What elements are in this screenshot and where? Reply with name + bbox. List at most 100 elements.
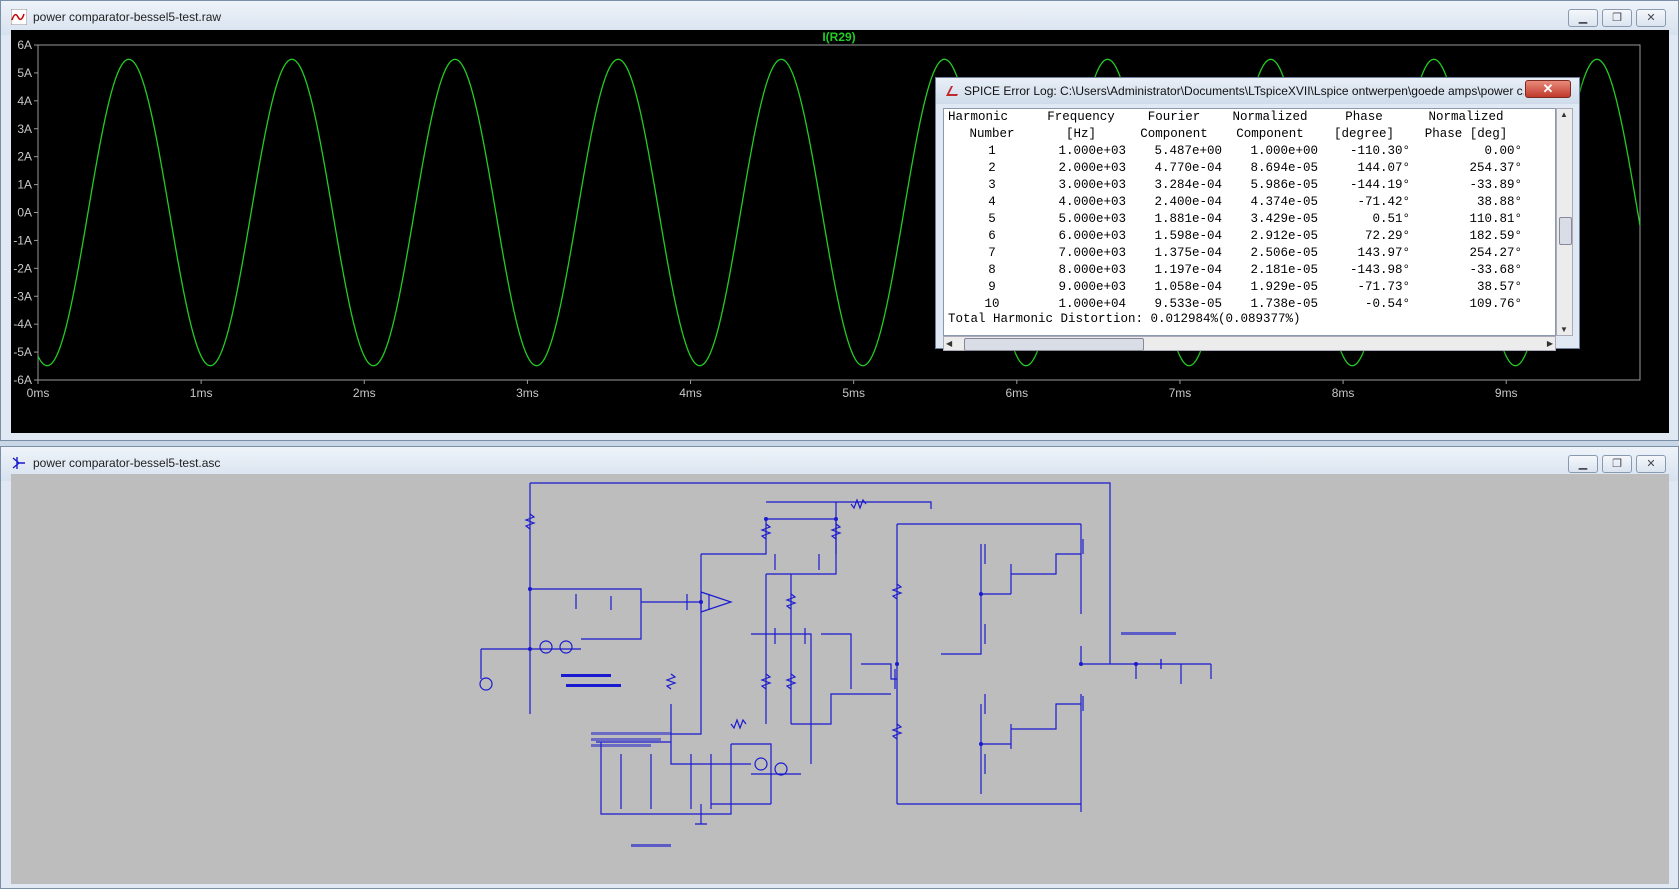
header-component: Component bbox=[1140, 127, 1208, 141]
cell-frequency: 5.000e+03 bbox=[1058, 212, 1126, 226]
scroll-right-icon[interactable]: ▶ bbox=[1546, 339, 1553, 348]
scroll-left-icon[interactable]: ◀ bbox=[946, 339, 953, 348]
x-tick-label: 6ms bbox=[1005, 386, 1028, 400]
cell-fourier-component: 2.400e-04 bbox=[1154, 195, 1222, 209]
cell-normalized-component: 1.738e-05 bbox=[1250, 297, 1318, 311]
maximize-icon: ❐ bbox=[1612, 12, 1622, 24]
header-fourier: Fourier bbox=[1147, 110, 1201, 124]
y-tick-label: 6A bbox=[17, 38, 32, 52]
cell-phase: -143.98° bbox=[1349, 263, 1410, 277]
cell-fourier-component: 1.197e-04 bbox=[1154, 263, 1222, 277]
cell-normalized-phase: -33.68° bbox=[1469, 263, 1522, 277]
cell-normalized-phase: 110.81° bbox=[1469, 212, 1522, 226]
cell-harmonic-number: 2 bbox=[988, 161, 996, 175]
close-button[interactable]: ✕ bbox=[1636, 9, 1666, 27]
cell-phase: 72.29° bbox=[1364, 229, 1410, 243]
y-tick-label: -2A bbox=[13, 261, 32, 275]
x-tick-label: 5ms bbox=[842, 386, 865, 400]
maximize-button[interactable]: ❐ bbox=[1602, 9, 1632, 27]
cell-fourier-component: 5.487e+00 bbox=[1154, 144, 1222, 158]
error-log-title: SPICE Error Log: C:\Users\Administrator\… bbox=[964, 84, 1524, 98]
y-tick-label: 2A bbox=[17, 150, 32, 164]
x-tick-label: 0ms bbox=[27, 386, 50, 400]
table-header-row: Harmonic Frequency Fourier Normalized Ph… bbox=[948, 109, 1522, 126]
close-icon: ✕ bbox=[1542, 81, 1554, 96]
spice-error-log-dialog[interactable]: SPICE Error Log: C:\Users\Administrator\… bbox=[935, 77, 1580, 351]
scroll-up-icon[interactable]: ▲ bbox=[1560, 110, 1568, 119]
cell-normalized-phase: 38.88° bbox=[1476, 195, 1522, 209]
header-harmonic: Harmonic bbox=[948, 110, 1009, 124]
y-tick-label: -6A bbox=[13, 373, 32, 387]
cell-normalized-component: 1.929e-05 bbox=[1250, 280, 1318, 294]
header-frequency: Frequency bbox=[1047, 110, 1115, 124]
cell-normalized-component: 2.506e-05 bbox=[1250, 246, 1318, 260]
cell-normalized-component: 8.694e-05 bbox=[1250, 161, 1318, 175]
header-number: Number bbox=[969, 127, 1015, 141]
schematic-window-title: power comparator-bessel5-test.asc bbox=[33, 456, 221, 470]
total-harmonic-distortion: Total Harmonic Distortion: 0.012984%(0.0… bbox=[948, 312, 1301, 326]
header-normalized: Normalized bbox=[1232, 110, 1308, 124]
cell-frequency: 7.000e+03 bbox=[1058, 246, 1126, 260]
cell-normalized-phase: 38.57° bbox=[1476, 280, 1522, 294]
ltspice-logo-icon bbox=[946, 86, 958, 96]
schematic-drawing[interactable] bbox=[11, 474, 1669, 884]
cell-fourier-component: 9.533e-05 bbox=[1154, 297, 1222, 311]
cell-phase: 144.07° bbox=[1357, 161, 1410, 175]
cell-frequency: 6.000e+03 bbox=[1058, 229, 1126, 243]
cell-normalized-component: 4.374e-05 bbox=[1250, 195, 1318, 209]
header-degree: [degree] bbox=[1333, 127, 1394, 141]
header-phase-deg: Phase [deg] bbox=[1424, 127, 1508, 141]
header-hz: [Hz] bbox=[1065, 127, 1096, 141]
cell-harmonic-number: 4 bbox=[988, 195, 996, 209]
cell-normalized-component: 3.429e-05 bbox=[1250, 212, 1318, 226]
y-tick-label: 1A bbox=[17, 178, 32, 192]
horizontal-scrollbar[interactable]: ◀ ▶ bbox=[943, 336, 1556, 351]
cell-normalized-component: 1.000e+00 bbox=[1250, 144, 1318, 158]
x-tick-label: 3ms bbox=[516, 386, 539, 400]
waveform-app-icon bbox=[11, 9, 27, 25]
y-tick-label: 4A bbox=[17, 94, 32, 108]
cell-fourier-component: 3.284e-04 bbox=[1154, 178, 1222, 192]
close-icon: ✕ bbox=[1646, 12, 1656, 24]
minimize-button[interactable]: ▁ bbox=[1568, 455, 1598, 473]
cell-normalized-phase: 0.00° bbox=[1484, 144, 1522, 158]
cell-normalized-phase: 109.76° bbox=[1469, 297, 1522, 311]
cell-fourier-component: 1.375e-04 bbox=[1154, 246, 1222, 260]
cell-phase: 143.97° bbox=[1357, 246, 1410, 260]
scroll-down-icon[interactable]: ▼ bbox=[1560, 325, 1568, 334]
x-tick-label: 2ms bbox=[353, 386, 376, 400]
cell-harmonic-number: 3 bbox=[988, 178, 996, 192]
vertical-scroll-thumb[interactable] bbox=[1559, 217, 1572, 245]
cell-phase: -71.42° bbox=[1357, 195, 1410, 209]
vertical-scrollbar[interactable]: ▲ ▼ bbox=[1556, 108, 1573, 336]
cell-harmonic-number: 7 bbox=[988, 246, 996, 260]
y-tick-label: -4A bbox=[13, 317, 32, 331]
waveform-titlebar[interactable]: power comparator-bessel5-test.raw ▁ ❐ ✕ bbox=[1, 1, 1678, 35]
y-tick-label: -5A bbox=[13, 345, 32, 359]
cell-frequency: 2.000e+03 bbox=[1058, 161, 1126, 175]
maximize-button[interactable]: ❐ bbox=[1602, 455, 1632, 473]
waveform-window-title: power comparator-bessel5-test.raw bbox=[33, 10, 222, 24]
error-log-titlebar[interactable]: SPICE Error Log: C:\Users\Administrator\… bbox=[936, 78, 1579, 104]
horizontal-scroll-thumb[interactable] bbox=[964, 338, 1144, 351]
cell-fourier-component: 1.058e-04 bbox=[1154, 280, 1222, 294]
y-tick-label: 5A bbox=[17, 66, 32, 80]
y-tick-label: 0A bbox=[17, 206, 32, 220]
close-button[interactable]: ✕ bbox=[1636, 455, 1666, 473]
schematic-canvas[interactable] bbox=[11, 474, 1669, 884]
cell-frequency: 4.000e+03 bbox=[1058, 195, 1126, 209]
cell-frequency: 3.000e+03 bbox=[1058, 178, 1126, 192]
close-button[interactable]: ✕ bbox=[1525, 80, 1571, 98]
x-tick-label: 7ms bbox=[1169, 386, 1192, 400]
error-log-text[interactable]: Harmonic Frequency Fourier Normalized Ph… bbox=[943, 108, 1556, 336]
cell-phase: -71.73° bbox=[1357, 280, 1410, 294]
y-tick-label: -3A bbox=[13, 289, 32, 303]
minimize-button[interactable]: ▁ bbox=[1568, 9, 1598, 27]
cell-frequency: 9.000e+03 bbox=[1058, 280, 1126, 294]
